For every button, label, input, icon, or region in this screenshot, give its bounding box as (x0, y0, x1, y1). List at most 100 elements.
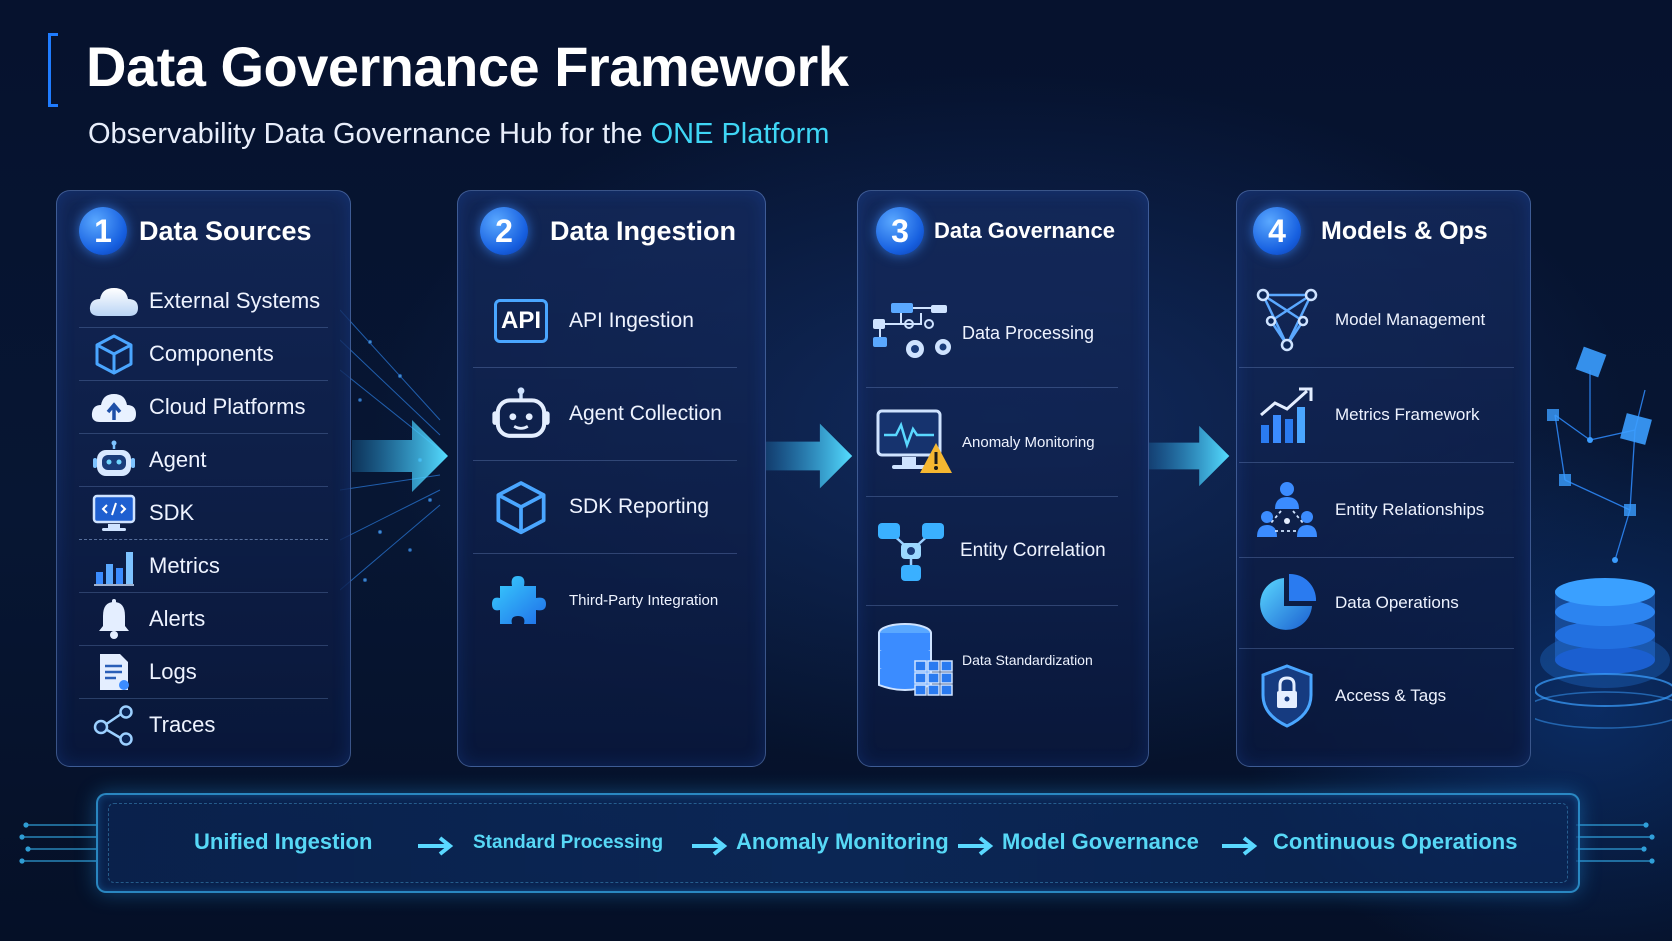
list-item-label: Anomaly Monitoring (962, 433, 1095, 451)
pie-chart-icon (1260, 573, 1317, 630)
pipeline-arrow-icon (958, 836, 994, 856)
flow-arrow-icon (1149, 425, 1230, 487)
list-item-label: Agent (149, 447, 207, 472)
bottom-left-circuit (19, 822, 96, 864)
list-item-label: Cloud Platforms (149, 394, 306, 419)
list-item-sdk-reporting: SDK Reporting (473, 461, 737, 554)
pipeline-step-continuous-operations: Continuous Operations (1273, 829, 1518, 854)
data-ingestion-list: API API Ingestion Agent Collection SDK R… (473, 275, 737, 646)
data-governance-list: Data Processing Anomaly Monitoring Entit… (866, 279, 1118, 714)
stage-models-ops-panel: 4 Models & Ops Model Management Metrics … (1236, 190, 1531, 767)
robot-icon (492, 387, 550, 438)
flow-arrow-icon (352, 420, 448, 492)
list-item-components: Components (79, 328, 328, 381)
list-item-traces: Traces (79, 699, 328, 751)
stage-data-governance-panel: 3 Data Governance Data Processing Anomal… (857, 190, 1149, 767)
pipeline-inner-border (108, 803, 1568, 883)
puzzle-icon (492, 576, 546, 624)
list-item-label: Model Management (1335, 310, 1486, 329)
list-item-label: Data Operations (1335, 593, 1459, 612)
robot-icon (93, 440, 135, 476)
list-item-label: Traces (149, 712, 216, 737)
growth-chart-icon (1260, 387, 1313, 443)
shield-lock-icon (1261, 664, 1313, 728)
stage-header: 4 Models & Ops (1253, 207, 1488, 255)
stage-title: Data Governance (934, 218, 1115, 243)
list-item-label: Access & Tags (1335, 686, 1447, 705)
cube-icon (95, 334, 133, 375)
stage-title: Data Ingestion (550, 215, 737, 246)
subtitle-platform-name: ONE Platform (650, 118, 830, 150)
list-item-agent: Agent (79, 434, 328, 487)
pipeline-step-standard-processing: Standard Processing (473, 832, 664, 853)
code-monitor-icon (92, 494, 136, 531)
stage-header: 2 Data Ingestion (480, 207, 736, 255)
stage-number-badge: 3 (876, 207, 924, 255)
stage-header: 3 Data Governance (876, 207, 1115, 255)
right-network-decoration (1535, 346, 1672, 729)
title-accent-bracket (48, 33, 58, 107)
list-item-label: Agent Collection (569, 402, 722, 425)
page-subtitle: Observability Data Governance Hub for th… (88, 118, 829, 151)
governance-pipeline-bar: Unified Ingestion Standard Processing An… (96, 793, 1580, 893)
list-item-label: Metrics (149, 553, 220, 578)
list-item-sdk: SDK (79, 487, 328, 540)
stage-title: Data Sources (139, 215, 312, 246)
list-item-third-party-integration: Third-Party Integration (473, 554, 737, 646)
list-item-metrics-framework: Metrics Framework (1239, 368, 1514, 463)
list-item-label: SDK (149, 500, 195, 525)
stage-header: 1 Data Sources (79, 207, 312, 255)
pipeline-step-unified-ingestion: Unified Ingestion (194, 829, 373, 854)
network-icon (1256, 288, 1318, 352)
people-network-icon (1257, 482, 1317, 537)
pipeline-arrow-icon (418, 836, 454, 856)
list-item-label: API Ingestion (569, 309, 694, 332)
list-item-label: Data Processing (962, 322, 1095, 343)
bottom-right-circuit (1576, 822, 1655, 864)
list-item-alerts: Alerts (79, 593, 328, 646)
list-item-external-systems: External Systems (79, 275, 328, 328)
list-item-access-tags: Access & Tags (1239, 649, 1514, 743)
pipeline-step-anomaly-monitoring: Anomaly Monitoring (736, 829, 949, 854)
list-item-label: Alerts (149, 606, 206, 631)
stage-number-badge: 4 (1253, 207, 1301, 255)
list-item-label: Metrics Framework (1335, 405, 1480, 424)
list-item-label: External Systems (149, 288, 321, 313)
workflow-gears-icon (873, 303, 951, 358)
list-item-label: Data Standardization (962, 652, 1093, 668)
subtitle-text: Observability Data Governance Hub for th… (88, 118, 651, 150)
api-icon: API (494, 299, 548, 343)
stage-title: Models & Ops (1321, 216, 1488, 245)
cube-icon (496, 481, 546, 535)
list-item-label: Entity Relationships (1335, 500, 1485, 519)
stage-number-badge: 2 (480, 207, 528, 255)
bar-chart-icon (94, 552, 134, 586)
list-item-anomaly-monitoring: Anomaly Monitoring (866, 388, 1118, 497)
left-data-streams (340, 309, 441, 591)
flow-arrow-icon (766, 423, 853, 489)
stage-data-ingestion-panel: 2 Data Ingestion API API Ingestion Agent… (457, 190, 766, 767)
list-item-label: Components (149, 341, 274, 366)
list-item-label: Entity Correlation (960, 540, 1106, 561)
monitor-warning-icon (876, 409, 952, 473)
list-item-entity-correlation: Entity Correlation (866, 497, 1118, 606)
models-ops-list: Model Management Metrics Framework Entit… (1239, 273, 1514, 743)
bell-icon (99, 599, 129, 639)
list-item-cloud-platforms: Cloud Platforms (79, 381, 328, 434)
list-item-entity-relationships: Entity Relationships (1239, 463, 1514, 558)
page-title: Data Governance Framework (86, 35, 849, 98)
stage-data-sources-panel: 1 Data Sources External Systems Componen… (56, 190, 351, 767)
list-item-data-standardization: Data Standardization (866, 606, 1118, 714)
database-grid-icon (878, 623, 953, 696)
list-item-data-operations: Data Operations (1239, 558, 1514, 649)
list-item-model-management: Model Management (1239, 273, 1514, 368)
pipeline-arrow-icon (692, 836, 728, 856)
pipeline-step-model-governance: Model Governance (1002, 829, 1199, 854)
document-icon (100, 654, 129, 690)
cloud-icon (89, 288, 138, 316)
cloud-upload-icon (91, 394, 136, 422)
list-item-logs: Logs (79, 646, 328, 699)
list-item-metrics: Metrics (79, 540, 328, 593)
list-item-label: Third-Party Integration (569, 591, 719, 609)
list-item-data-processing: Data Processing (866, 279, 1118, 388)
